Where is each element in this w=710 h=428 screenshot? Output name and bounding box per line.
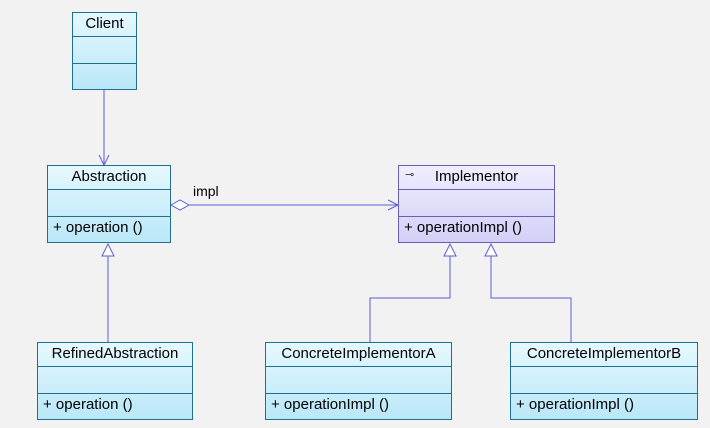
class-concrete-implementor-b-name: ConcreteImplementorB bbox=[526, 345, 682, 362]
aggregation-diamond bbox=[169, 199, 191, 211]
concreteA-realization-line bbox=[369, 256, 451, 342]
refined-generalization-triangle bbox=[101, 242, 115, 257]
concreteB-realization-triangle bbox=[484, 242, 498, 257]
class-concrete-implementor-b[interactable]: ConcreteImplementorB + operationImpl () bbox=[510, 342, 698, 420]
concreteA-realization-triangle bbox=[443, 242, 457, 257]
class-client-operations bbox=[73, 63, 136, 89]
class-abstraction-operation: + operation () bbox=[48, 216, 170, 242]
interface-implementor-name: Implementor bbox=[434, 168, 519, 185]
class-abstraction-name: Abstraction bbox=[71, 168, 147, 185]
interface-icon: ⊸ bbox=[405, 169, 415, 181]
class-refined-abstraction-operation: + operation () bbox=[38, 393, 192, 419]
class-client[interactable]: Client bbox=[72, 12, 137, 90]
concreteB-realization-line bbox=[490, 256, 572, 342]
class-refined-abstraction-attributes bbox=[38, 366, 192, 393]
class-abstraction[interactable]: Abstraction + operation () bbox=[47, 165, 171, 243]
class-concrete-implementor-a[interactable]: ConcreteImplementorA + operationImpl () bbox=[265, 342, 452, 420]
class-concrete-implementor-b-operation: + operationImpl () bbox=[511, 393, 697, 419]
class-concrete-implementor-a-name: ConcreteImplementorA bbox=[281, 345, 436, 362]
class-concrete-implementor-b-attributes bbox=[511, 366, 697, 393]
interface-implementor-operation: + operationImpl () bbox=[399, 216, 554, 242]
class-refined-abstraction[interactable]: RefinedAbstraction + operation () bbox=[37, 342, 193, 420]
class-concrete-implementor-a-attributes bbox=[266, 366, 451, 393]
interface-implementor[interactable]: ⊸ Implementor + operationImpl () bbox=[398, 165, 555, 243]
impl-label: impl bbox=[193, 183, 219, 199]
class-concrete-implementor-a-operation: + operationImpl () bbox=[266, 393, 451, 419]
class-abstraction-attributes bbox=[48, 189, 170, 216]
interface-implementor-attributes bbox=[399, 189, 554, 216]
class-client-attributes bbox=[73, 36, 136, 63]
class-client-name: Client bbox=[85, 15, 124, 32]
class-refined-abstraction-name: RefinedAbstraction bbox=[51, 345, 179, 362]
